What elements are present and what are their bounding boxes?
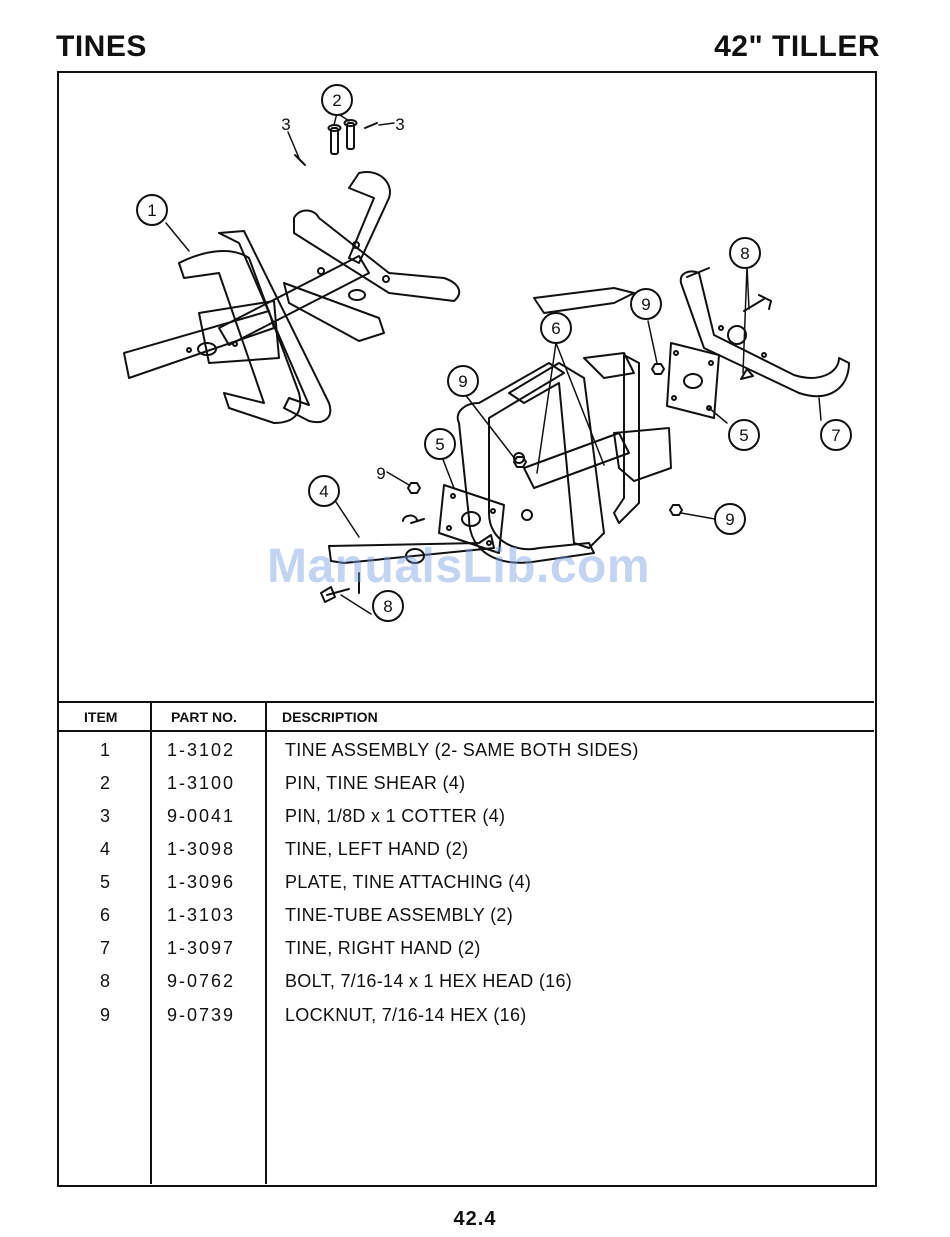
callout-circle xyxy=(540,312,572,344)
parts-frame: 1 2 3 3 4 5 5 6 7 8 8 9 9 9 9 ManualsLib… xyxy=(57,71,877,1187)
callout-circle xyxy=(424,428,456,460)
callout-circle xyxy=(321,84,353,116)
callout-label: 9 xyxy=(725,510,734,529)
table-row: 3 9-0041 PIN, 1/8D x 1 COTTER (4) xyxy=(59,806,874,839)
part-number: 1-3096 xyxy=(167,872,236,892)
header-description: DESCRIPTION xyxy=(282,709,378,725)
parts-table: ITEM PART NO. DESCRIPTION 1 1-3102 TINE … xyxy=(59,701,874,1184)
page-number: 42.4 xyxy=(453,1208,497,1230)
item-number: 2 xyxy=(99,773,110,793)
part-description: PIN, 1/8D x 1 COTTER (4) xyxy=(285,806,506,826)
table-top-rule xyxy=(59,701,874,703)
callout-circle xyxy=(447,365,479,397)
right-hand-tine-part xyxy=(679,267,850,398)
part-description: PLATE, TINE ATTACHING (4) xyxy=(285,872,532,892)
table-row: 7 1-3097 TINE, RIGHT HAND (2) xyxy=(59,938,874,971)
cotter-pins-part xyxy=(294,122,378,166)
header-part-no: PART NO. xyxy=(171,709,237,725)
part-number: 1-3102 xyxy=(167,740,236,760)
locknut-part xyxy=(407,363,683,516)
callout-label: 3 xyxy=(281,115,290,134)
callout-label: 5 xyxy=(435,435,444,454)
callout-label: 8 xyxy=(740,244,749,263)
hex-bolt-part xyxy=(320,294,772,603)
callout-label: 9 xyxy=(458,372,467,391)
table-row: 9 9-0739 LOCKNUT, 7/16-14 HEX (16) xyxy=(59,1005,874,1038)
callout-label: 4 xyxy=(319,482,328,501)
left-hand-tine-part xyxy=(328,534,495,594)
attaching-plate-part xyxy=(438,342,720,554)
item-number: 9 xyxy=(99,1005,110,1025)
exploded-parts-diagram: 1 2 3 3 4 5 5 6 7 8 8 9 9 9 9 xyxy=(123,84,852,622)
item-number: 6 xyxy=(99,905,110,925)
callout-circle xyxy=(308,475,340,507)
header-item: ITEM xyxy=(84,709,118,725)
callout-circle xyxy=(820,419,852,451)
part-number: 9-0041 xyxy=(167,806,236,826)
item-number: 1 xyxy=(99,740,110,760)
callout-circle xyxy=(136,194,168,226)
callout-circle xyxy=(728,419,760,451)
part-number: 9-0762 xyxy=(167,971,236,991)
table-row: 6 1-3103 TINE-TUBE ASSEMBLY (2) xyxy=(59,905,874,938)
part-number: 1-3097 xyxy=(167,938,236,958)
item-number: 8 xyxy=(99,971,110,991)
table-row: 1 1-3102 TINE ASSEMBLY (2- SAME BOTH SID… xyxy=(59,740,874,773)
item-number: 5 xyxy=(99,872,110,892)
part-description: TINE ASSEMBLY (2- SAME BOTH SIDES) xyxy=(285,740,639,760)
column-divider xyxy=(265,701,267,1184)
table-header-rule xyxy=(59,730,874,732)
part-description: BOLT, 7/16-14 x 1 HEX HEAD (16) xyxy=(285,971,573,991)
item-number: 3 xyxy=(99,806,110,826)
part-description: TINE-TUBE ASSEMBLY (2) xyxy=(285,905,513,925)
callout-label: 2 xyxy=(332,91,341,110)
table-row: 5 1-3096 PLATE, TINE ATTACHING (4) xyxy=(59,872,874,905)
shear-pins-part xyxy=(327,119,358,155)
callout-label: 7 xyxy=(831,426,840,445)
callout-label: 8 xyxy=(383,597,392,616)
callout-circle xyxy=(630,288,662,320)
part-number: 1-3098 xyxy=(167,839,236,859)
callout-label: 6 xyxy=(551,319,560,338)
callout-circle xyxy=(714,503,746,535)
page-title: TINES xyxy=(56,30,147,63)
part-number: 1-3103 xyxy=(167,905,236,925)
column-divider xyxy=(150,701,152,1184)
callout-label: 5 xyxy=(739,426,748,445)
part-description: LOCKNUT, 7/16-14 HEX (16) xyxy=(285,1005,527,1025)
part-number: 9-0739 xyxy=(167,1005,236,1025)
part-description: TINE, LEFT HAND (2) xyxy=(285,839,469,859)
table-row: 8 9-0762 BOLT, 7/16-14 x 1 HEX HEAD (16) xyxy=(59,971,874,1004)
callout-label: 3 xyxy=(395,115,404,134)
part-description: TINE, RIGHT HAND (2) xyxy=(285,938,481,958)
callout-label: 1 xyxy=(147,201,156,220)
callout-label: 9 xyxy=(641,295,650,314)
tine-assembly-part xyxy=(123,171,461,424)
callout-circle xyxy=(372,590,404,622)
callout-circle xyxy=(729,237,761,269)
part-description: PIN, TINE SHEAR (4) xyxy=(285,773,466,793)
model-title: 42" TILLER xyxy=(714,30,880,63)
watermark-text: ManualsLib.com xyxy=(267,540,651,593)
item-number: 7 xyxy=(99,938,110,958)
part-number: 1-3100 xyxy=(167,773,236,793)
callout-label: 9 xyxy=(376,464,385,483)
table-row: 2 1-3100 PIN, TINE SHEAR (4) xyxy=(59,773,874,806)
item-number: 4 xyxy=(99,839,110,859)
table-row: 4 1-3098 TINE, LEFT HAND (2) xyxy=(59,839,874,872)
